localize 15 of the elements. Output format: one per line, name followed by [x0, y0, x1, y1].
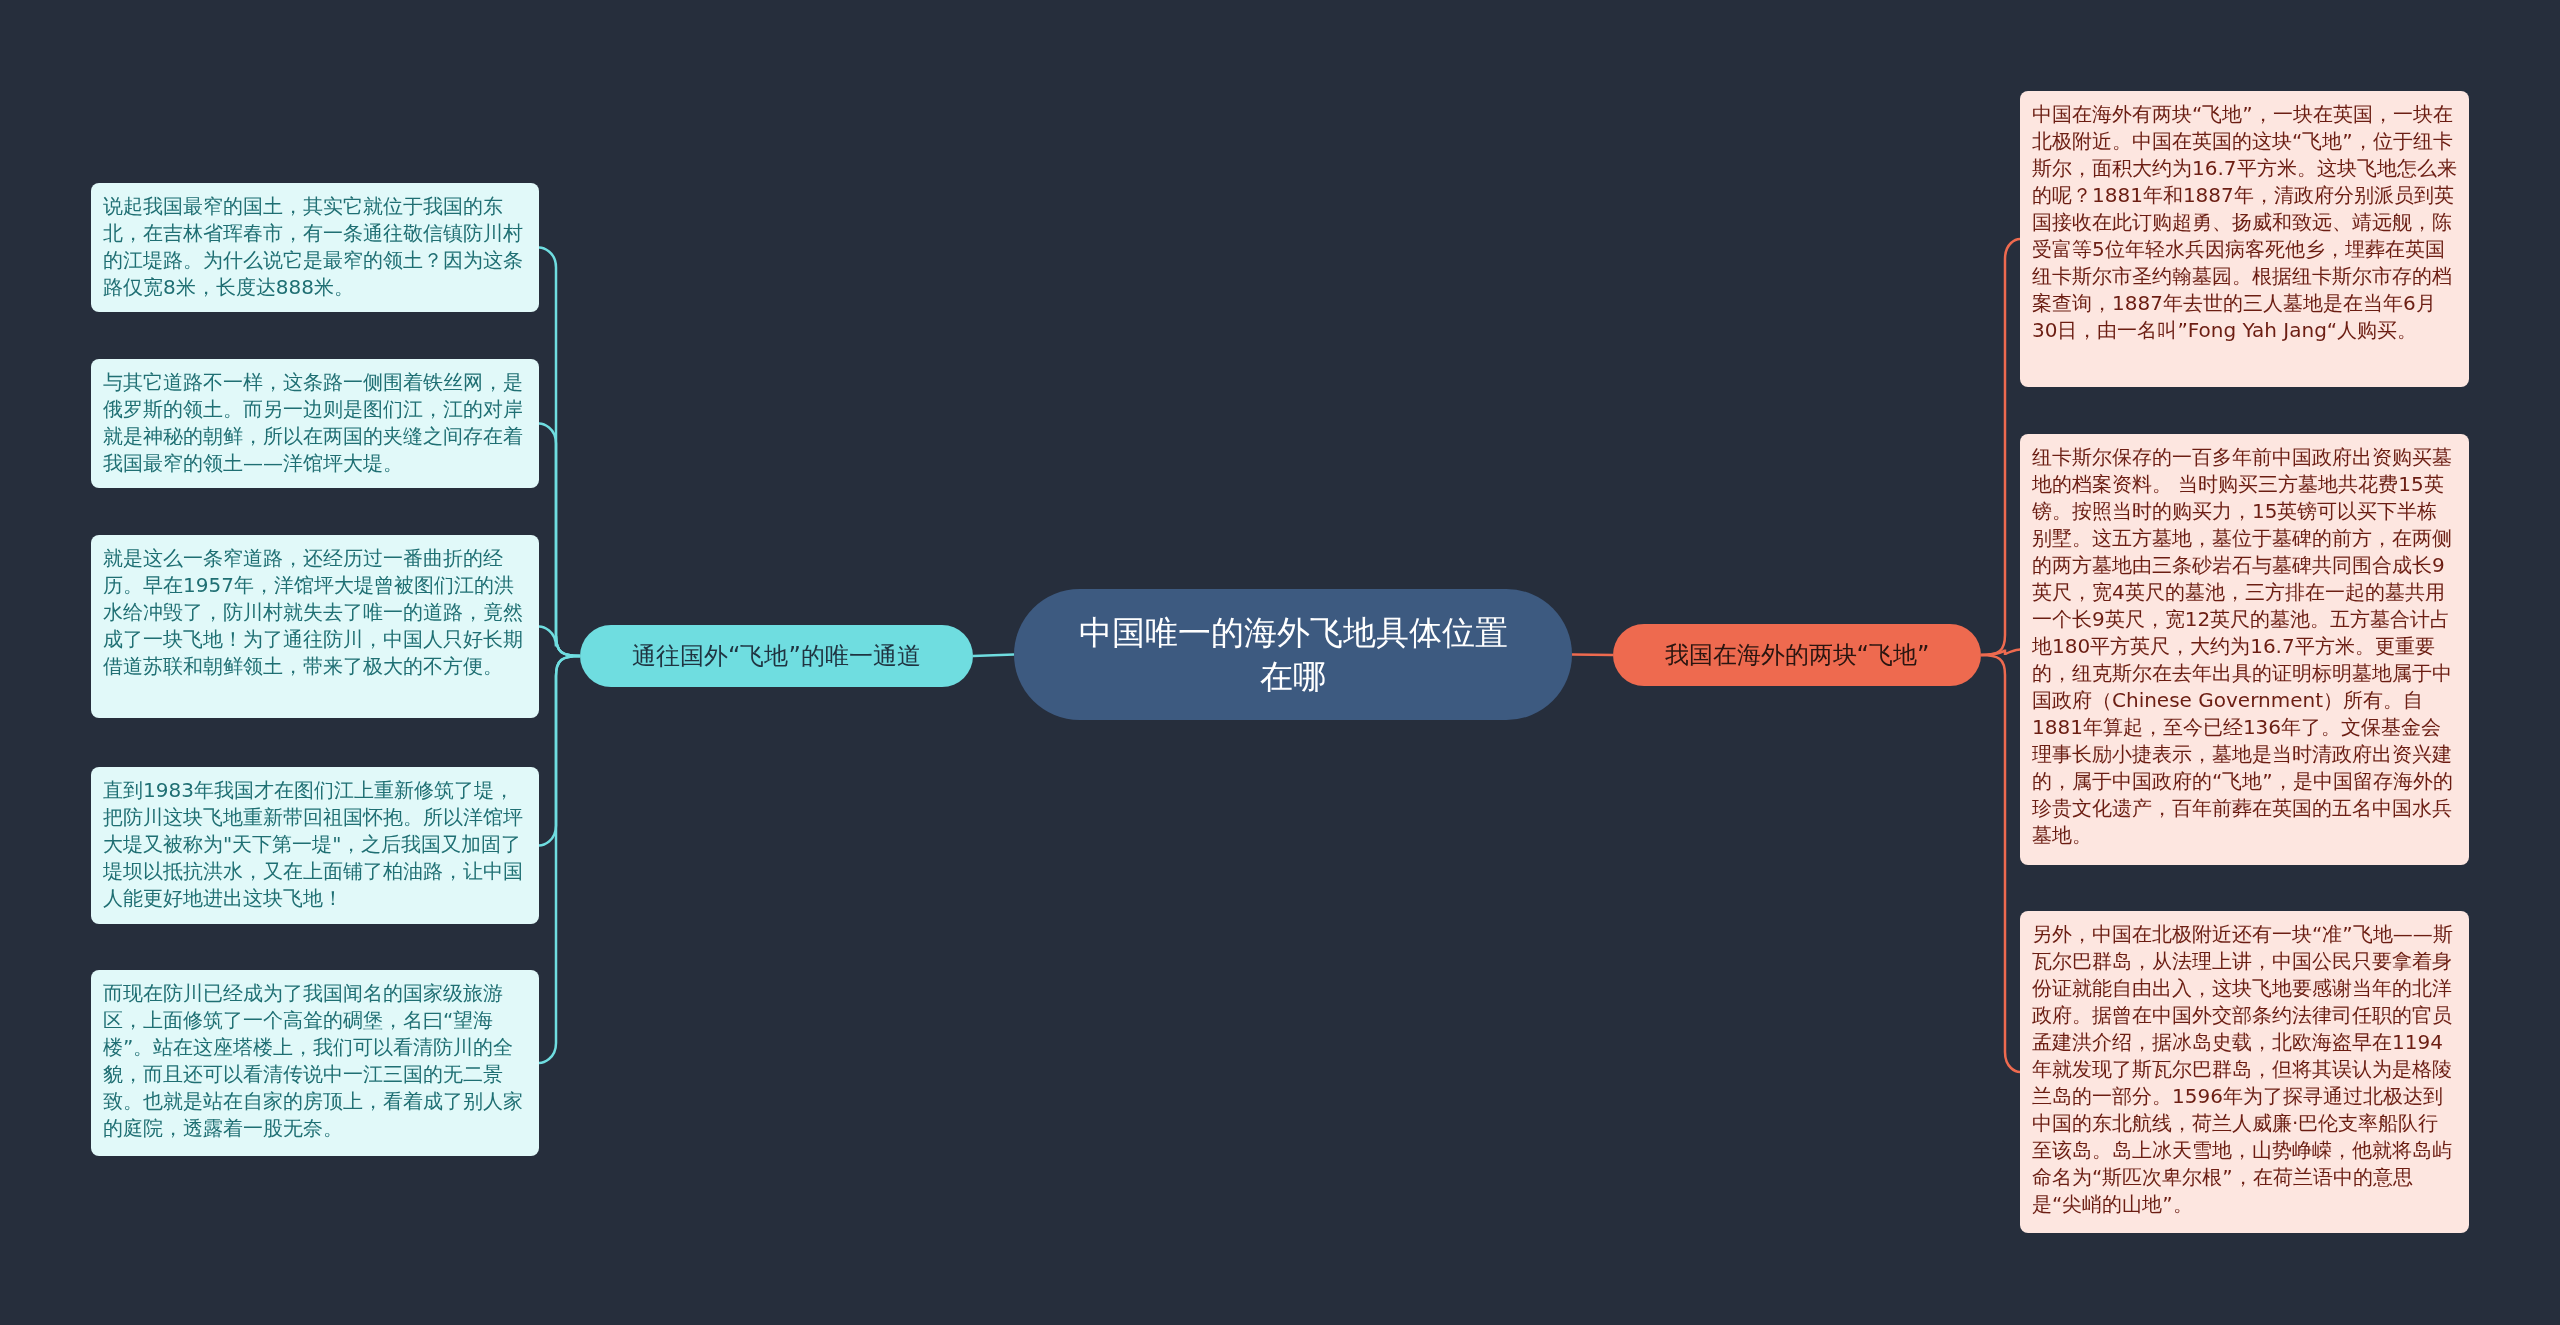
note-box: 说起我国最窄的国土，其实它就位于我国的东北，在吉林省珲春市，有一条通往敬信镇防川村的江堤路。为什么说它是最窄的领土？因为这条路仅宽8米，长度达888米。 [91, 183, 539, 312]
note-box: 而现在防川已经成为了我国闻名的国家级旅游区，上面修筑了一个高耸的碉堡，名曰“望海楼”。站在这座塔楼上，我们可以看清防川的全貌，而且还可以看清传说中一江三国的无二景致。也就是站在自家的房顶上，看着成了别人家的庭院，透露着一股无奈。 [91, 970, 539, 1156]
note-box: 与其它道路不一样，这条路一侧围着铁丝网，是俄罗斯的领土。而另一边则是图们江，江的对岸就是神秘的朝鲜，所以在两国的夹缝之间存在着我国最窄的领土——洋馆坪大堤。 [91, 359, 539, 488]
connector-line [972, 653, 1015, 658]
note-box: 另外，中国在北极附近还有一块“准”飞地——斯瓦尔巴群岛，从法理上讲，中国公民只要拿着身份证就能自由出入，这块飞地要感谢当年的北洋政府。据曾在中国外交部条约法律司任职的官员孟建洪介绍，据冰岛史载，北欧海盗早在1194年就发现了斯瓦尔巴群岛，但将其误认为是格陵兰岛的一部分。1596年为了探寻通过北极达到中国的东北航线，荷兰人威廉·巴伦支率船队行至该岛。岛上冰天雪地，山势峥嵘，他就将岛屿命名为“斯匹次卑尔根”，在荷兰语中的意思是“尖峭的山地”。 [2020, 911, 2469, 1233]
note-box: 就是这么一条窄道路，还经历过一番曲折的经历。早在1957年，洋馆坪大堤曾被图们江的洪水给冲毁了，防川村就失去了唯一的道路，竟然成了一块飞地！为了通往防川，中国人只好长期借道苏联和朝鲜领土，带来了极大的不方便。 [91, 535, 539, 718]
note-box: 中国在海外有两块“飞地”，一块在英国，一块在北极附近。中国在英国的这块“飞地”，位于纽卡斯尔，面积大约为16.7平方米。这块飞地怎么来的呢？1881年和1887年，清政府分别派员到英国接收在此订购超勇、扬威和致远、靖远舰，陈受富等5位年轻水兵因病客死他乡，埋葬在英国纽卡斯尔市圣约翰墓园。根据纽卡斯尔市存的档案查询，1887年去世的三人墓地是在当年6月30日，由一名叫”Fong Yah Jang“人购买。 [2020, 91, 2469, 387]
note-box: 直到1983年我国才在图们江上重新修筑了堤，把防川这块飞地重新带回祖国怀抱。所以洋馆坪大堤又被称为"天下第一堤"，之后我国又加固了堤坝以抵抗洪水，又在上面铺了柏油路，让中国人能更好地进出这块飞地！ [91, 767, 539, 924]
topic-box: 中国唯一的海外飞地具体位置在哪 [1014, 589, 1572, 720]
connector-line [538, 654, 581, 1065]
branch-box: 通往国外“飞地”的唯一通道 [580, 625, 973, 687]
note-box: 纽卡斯尔保存的一百多年前中国政府出资购买墓地的档案资料。 当时购买三方墓地共花费15英镑。按照当时的购买力，15英镑可以买下半栋别墅。这五方墓地，墓位于墓碑的前方，在两侧的两方墓地由三条砂岩石与墓碑共同围合成长9英尺，宽4英尺的墓池，三方排在一起的墓共用一个长9英尺，宽12英尺的墓池。五方墓合计占地180平方英尺，大约为16.7平方米。更重要的，纽克斯尔在去年出具的证明标明墓地属于中国政府（Chinese Government）所有。自1881年算起，至今已经136年了。文保基金会理事长励小捷表示，墓地是当时清政府出资兴建的，属于中国政府的“飞地”，是中国留存海外的珍贵文化遗产，百年前葬在英国的五名中国水兵墓地。 [2020, 434, 2469, 865]
branch-box: 我国在海外的两块“飞地” [1613, 624, 1981, 686]
connector-line [1980, 653, 2021, 1074]
connector-line [1572, 653, 1613, 657]
